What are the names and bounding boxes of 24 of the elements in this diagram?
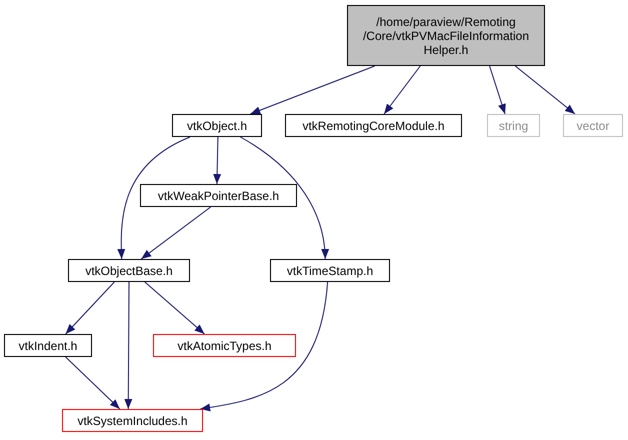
file-box: vector <box>563 114 623 137</box>
file-box: /home/paraview/Remoting /Core/vtkPVMacFileInformation Helper.h <box>347 5 545 66</box>
arrow <box>144 282 205 334</box>
file-box: vtkIndent.h <box>4 334 92 357</box>
arrow <box>65 356 120 410</box>
file-box: vtkObjectBase.h <box>68 259 190 282</box>
arrow <box>117 136 190 260</box>
arrow <box>250 66 376 114</box>
arrow <box>384 66 421 114</box>
arrow <box>514 66 576 114</box>
arrow <box>124 282 132 410</box>
arrow <box>200 282 328 412</box>
file-box: vtkObject.h <box>172 114 262 137</box>
file-box: vtkTimeStamp.h <box>270 259 390 282</box>
arrow <box>65 282 115 334</box>
arrow <box>489 66 506 114</box>
file-box: vtkAtomicTypes.h <box>153 334 296 357</box>
arrow <box>240 136 329 260</box>
arrow <box>140 206 212 260</box>
arrow <box>213 136 222 184</box>
file-box: vtkWeakPointerBase.h <box>140 184 297 207</box>
file-box: string <box>487 114 540 137</box>
file-box: vtkSystemIncludes.h <box>62 409 203 432</box>
file-box: vtkRemotingCoreModule.h <box>285 114 462 137</box>
